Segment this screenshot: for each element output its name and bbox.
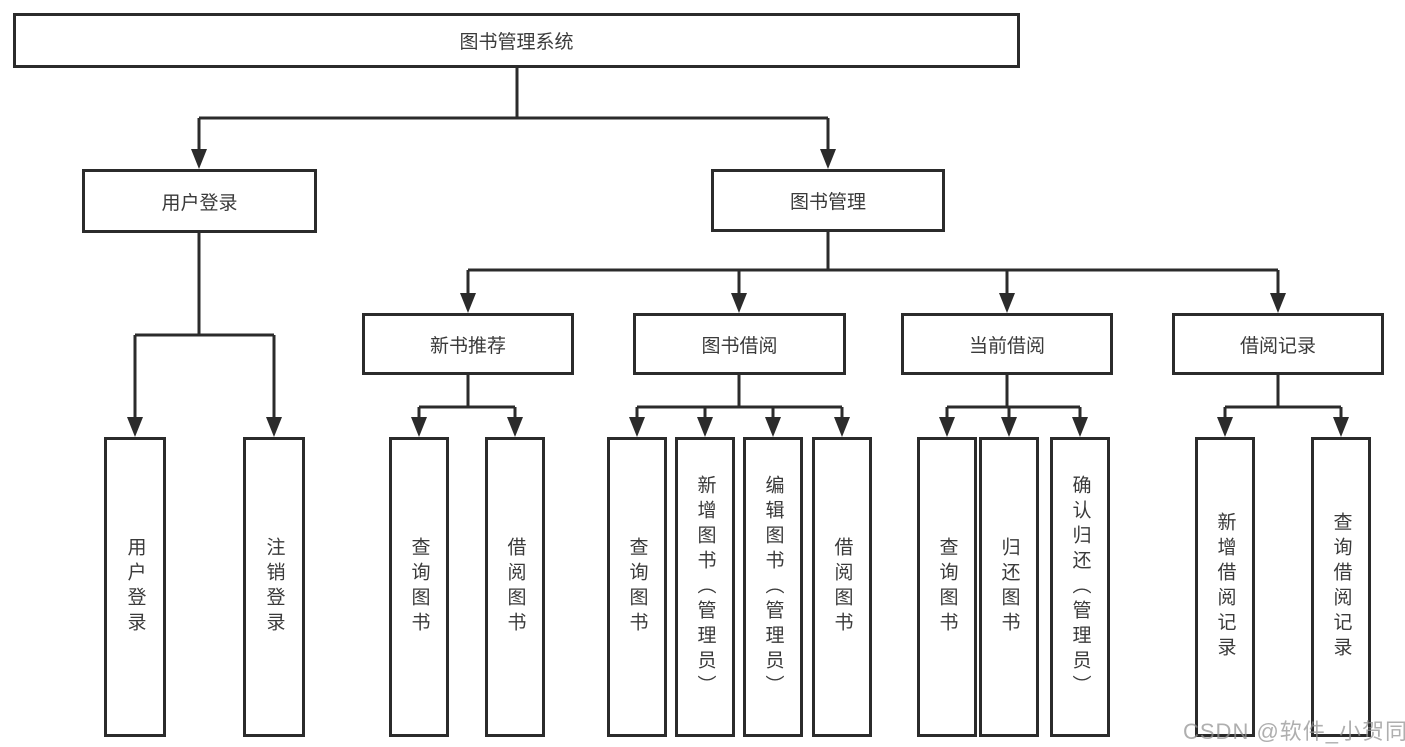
node-label: 用户登录 [161, 192, 238, 214]
node-label: 图书借阅 [701, 335, 778, 357]
edge-current-to-leaves [945, 375, 1082, 420]
node-borrowing-borrow-books: 借阅图书 [812, 437, 872, 737]
edge-records-to-leaves [1223, 375, 1343, 420]
edge-root-to-level2 [197, 68, 830, 152]
node-records-query-record: 查询借阅记录 [1311, 437, 1371, 737]
edge-borrowing-to-leaves [635, 375, 844, 420]
node-label: 归还图书 [998, 537, 1020, 637]
node-label: 图书管理系统 [459, 32, 574, 53]
node-records-add-record: 新增借阅记录 [1195, 437, 1255, 737]
node-leaf-user-login: 用户登录 [104, 437, 166, 737]
node-label: 图书管理 [789, 192, 866, 213]
node-borrowing-add-books-admin: 新增图书（管理员） [675, 437, 735, 737]
node-label: 查询图书 [408, 537, 430, 637]
arrowheads [127, 149, 1349, 437]
edge-userlogin-to-leaves [133, 233, 276, 420]
edge-recommend-to-leaves [417, 375, 517, 420]
node-book-borrowing: 图书借阅 [633, 313, 846, 375]
node-label: 编辑图书（管理员） [762, 474, 784, 700]
node-current-query-books: 查询图书 [917, 437, 977, 737]
node-label: 新书推荐 [429, 335, 506, 357]
node-book-management: 图书管理 [711, 169, 945, 232]
node-recommend-borrow-books: 借阅图书 [485, 437, 545, 737]
node-current-borrowing: 当前借阅 [901, 313, 1113, 375]
node-label: 查询图书 [936, 537, 958, 637]
node-current-return-books: 归还图书 [979, 437, 1039, 737]
node-label: 当前借阅 [968, 335, 1045, 357]
node-label: 借阅图书 [831, 537, 853, 637]
node-label: 查询借阅记录 [1330, 512, 1352, 662]
node-new-book-recommend: 新书推荐 [362, 313, 574, 375]
node-label: 注销登录 [263, 537, 285, 637]
node-label: 确认归还（管理员） [1069, 474, 1091, 700]
node-label: 借阅记录 [1239, 335, 1316, 357]
node-label: 新增图书（管理员） [694, 474, 716, 700]
node-label: 用户登录 [124, 537, 146, 637]
node-recommend-query-books: 查询图书 [389, 437, 449, 737]
node-borrowing-records: 借阅记录 [1172, 313, 1384, 375]
node-borrowing-query-books: 查询图书 [607, 437, 667, 737]
node-current-confirm-return-admin: 确认归还（管理员） [1050, 437, 1110, 737]
node-label: 查询图书 [626, 537, 648, 637]
node-user-login: 用户登录 [82, 169, 317, 233]
edge-bookmgmt-to-level3 [466, 232, 1280, 296]
node-label: 新增借阅记录 [1214, 512, 1236, 662]
node-library-system: 图书管理系统 [13, 13, 1020, 68]
node-label: 借阅图书 [504, 537, 526, 637]
node-leaf-logout: 注销登录 [243, 437, 305, 737]
node-borrowing-edit-books-admin: 编辑图书（管理员） [743, 437, 803, 737]
csdn-watermark: CSDN @软件_小贺同学 [1183, 719, 1405, 744]
